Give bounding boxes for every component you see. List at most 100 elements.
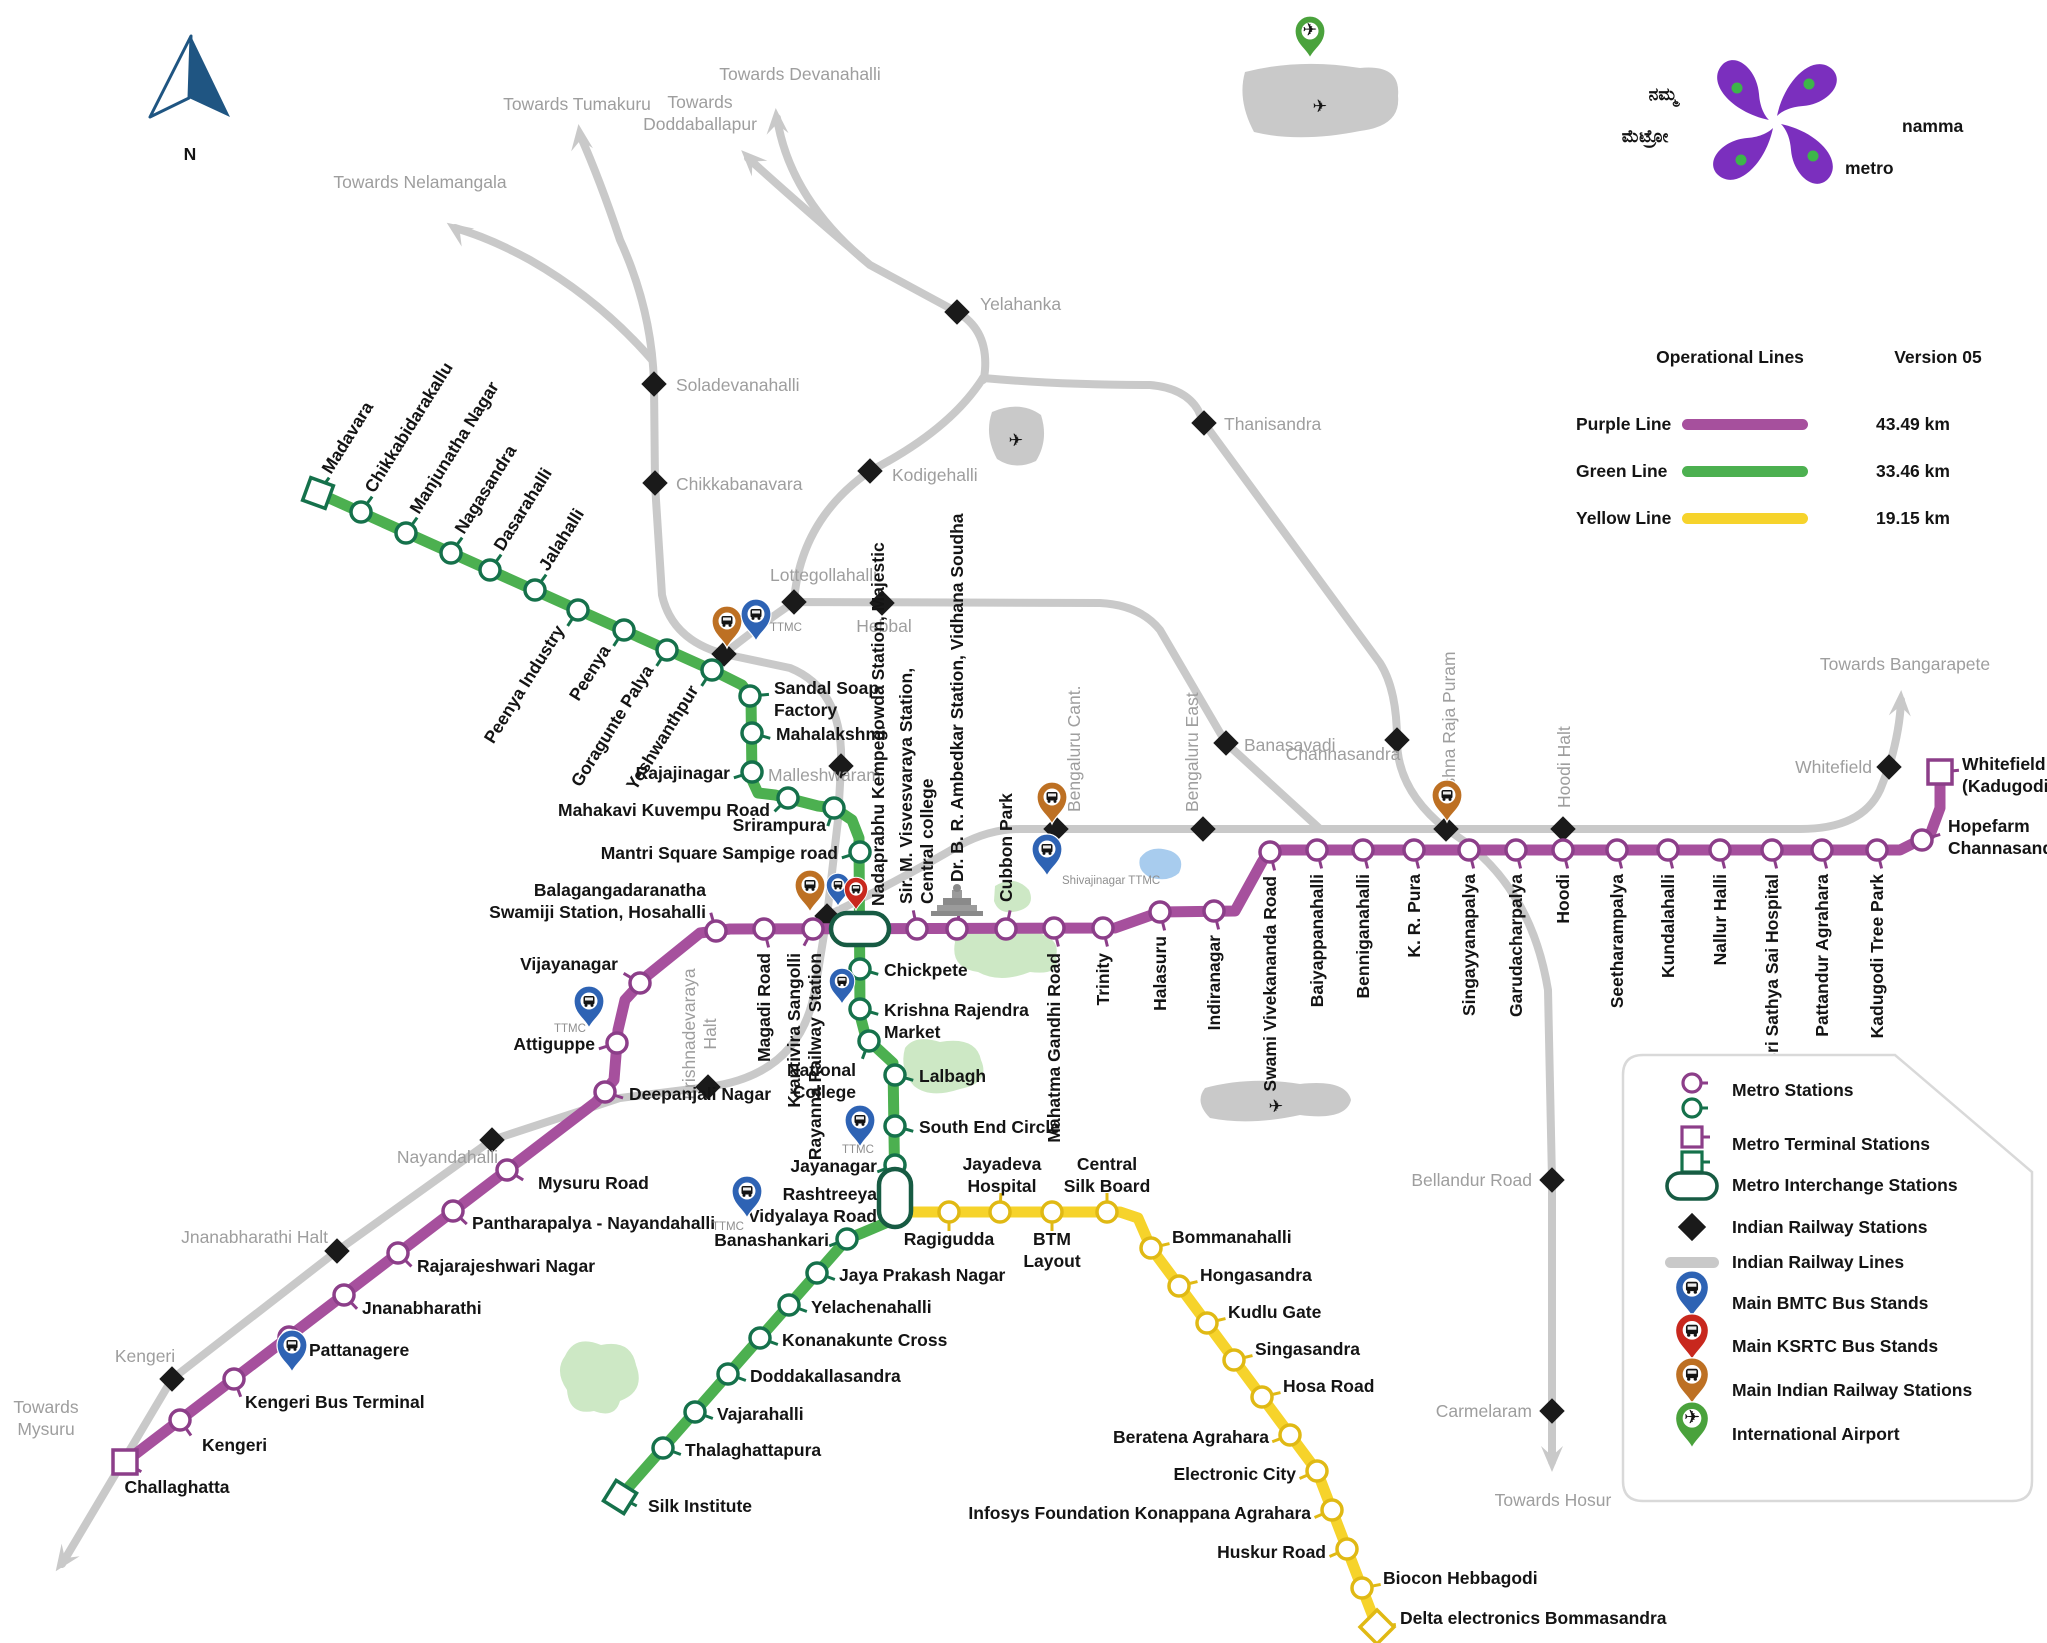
vehicle-wheel bbox=[1687, 1377, 1691, 1381]
railway-label-towards-nelamangala: Towards Nelamangala bbox=[333, 172, 506, 192]
railway-label-towards-bangarapete: Towards Bangarapete bbox=[1820, 654, 1990, 674]
railway-line bbox=[58, 131, 846, 1568]
vehicle-wheel bbox=[857, 891, 860, 894]
station-btm bbox=[1040, 1200, 1064, 1224]
vehicle-window bbox=[1443, 791, 1451, 795]
railway-label-banasavadi: Banasavadi bbox=[1244, 735, 1335, 755]
railway-label-towards-hosur: Towards Hosur bbox=[1495, 1490, 1612, 1510]
station-label-halasuru: Halasuru bbox=[1150, 936, 1170, 1011]
station-label-yelachenahalli: Yelachenahalli bbox=[811, 1297, 932, 1317]
vehicle-wheel bbox=[1693, 1377, 1697, 1381]
vehicle-wheel bbox=[590, 1003, 594, 1007]
station-label-mantri-square-sampige-road: Mantri Square Sampige road bbox=[601, 843, 838, 863]
station-goragunte-palya bbox=[655, 638, 679, 662]
station-label-sir-m-visvesvaraya-station: Sir. M. Visvesvaraya Station, bbox=[896, 668, 916, 904]
symbols-legend-box bbox=[1621, 1053, 2034, 1503]
legend-line-length-green-line: 33.46 km bbox=[1876, 461, 1950, 481]
railway-direction-arrow bbox=[1541, 1446, 1563, 1472]
station-label-rajajinagar: Rajajinagar bbox=[636, 763, 731, 783]
station-label-mahakavi-kuvempu-road: Mahakavi Kuvempu Road bbox=[558, 800, 770, 820]
compass-n-label: N bbox=[184, 144, 197, 164]
station-label-national: College bbox=[793, 1082, 856, 1102]
station-label-kudlu-gate: Kudlu Gate bbox=[1228, 1302, 1322, 1322]
railway-station-diamond-kodigehalli bbox=[857, 458, 883, 484]
station-konanakunte-cross bbox=[748, 1326, 772, 1350]
legend-label-indian-railway-stations: Indian Railway Stations bbox=[1732, 1217, 1928, 1237]
station-label-pattandur-agrahara: Pattandur Agrahara bbox=[1812, 874, 1832, 1037]
logo-petal bbox=[1777, 64, 1837, 116]
station-vajarahalli bbox=[683, 1400, 707, 1424]
station-label-krishna-rajendra: Market bbox=[884, 1022, 941, 1042]
vehicle-wheel bbox=[1042, 851, 1046, 855]
station-label-jalahalli: Jalahalli bbox=[534, 505, 588, 574]
airfield-area bbox=[1242, 63, 1399, 138]
railway-label-soladevanahalli: Soladevanahalli bbox=[676, 375, 800, 395]
vehicle-wheel bbox=[757, 616, 761, 620]
station-hopefarm bbox=[1910, 828, 1934, 852]
pin-ksrtc-bus-stand bbox=[843, 876, 869, 912]
station-national bbox=[857, 1029, 881, 1053]
railway-label-bengaluru-east: Bengaluru East bbox=[1182, 692, 1202, 812]
station-rajajinagar bbox=[740, 760, 764, 784]
station-label-singasandra: Singasandra bbox=[1255, 1339, 1360, 1359]
station-banashankari bbox=[835, 1227, 859, 1251]
station-doddakallasandra bbox=[716, 1362, 740, 1386]
station-label-hongasandra: Hongasandra bbox=[1200, 1265, 1312, 1285]
park-area bbox=[559, 1341, 639, 1414]
station-label-k-r-pura: K. R. Pura bbox=[1404, 874, 1424, 958]
railway-line bbox=[744, 154, 866, 262]
station-mahatma-gandhi-road bbox=[1042, 916, 1066, 940]
vehicle-window bbox=[1043, 845, 1051, 849]
logo-latin-namma: namma bbox=[1902, 116, 1964, 136]
station-cubbon-park bbox=[994, 917, 1018, 941]
vehicle-window bbox=[806, 881, 814, 885]
railway-station-diamond-yelahanka bbox=[944, 299, 970, 325]
legend-metro-station-green bbox=[1681, 1097, 1703, 1119]
station-infosys-foundation-konappana-agrahara bbox=[1320, 1498, 1344, 1522]
airplane-icon: ✈ bbox=[1303, 20, 1318, 40]
railway-label-towards: Doddaballapur bbox=[643, 114, 757, 134]
station-label-beratena-agrahara: Beratena Agrahara bbox=[1113, 1427, 1269, 1447]
railway-label-krishna-raja-puram: Krishna Raja Puram bbox=[1439, 651, 1459, 808]
station-huskur-road bbox=[1335, 1537, 1359, 1561]
pin-bmtc-bus-stand bbox=[828, 967, 856, 1006]
station-label-jayadeva: Jayadeva bbox=[963, 1154, 1042, 1174]
station-label-jnanabharathi: Jnanabharathi bbox=[362, 1298, 482, 1318]
north-compass: N bbox=[148, 34, 230, 164]
pin-airport: ✈ bbox=[1294, 15, 1326, 60]
railway-direction-arrow bbox=[741, 150, 768, 177]
station-label-nallur-halli: Nallur Halli bbox=[1710, 874, 1730, 965]
pin-airport: ✈ bbox=[1674, 1401, 1710, 1450]
logo-petal-dot bbox=[1803, 78, 1815, 90]
railway-label-towards: Mysuru bbox=[17, 1419, 74, 1439]
railway-station-diamond-carmelaram bbox=[1539, 1398, 1565, 1424]
legend-interchange-oval bbox=[1665, 1171, 1719, 1201]
airplane-icon: ✈ bbox=[1269, 1096, 1284, 1116]
station-label-baiyappanahalli: Baiyappanahalli bbox=[1307, 874, 1327, 1007]
railway-line bbox=[720, 598, 1324, 833]
park-area bbox=[994, 880, 1031, 913]
station-label-balagangadaranatha: Balagangadaranatha bbox=[534, 880, 706, 900]
station-label-indiranagar: Indiranagar bbox=[1204, 935, 1224, 1030]
station-label-cubbon-park: Cubbon Park bbox=[996, 793, 1016, 902]
railway-station-diamond-whitefield bbox=[1876, 754, 1902, 780]
vehicle-window bbox=[834, 882, 842, 885]
station-label-mahalakshmi: Mahalakshmi bbox=[776, 724, 886, 744]
station-label-south-end-circle: South End Circle bbox=[919, 1117, 1060, 1137]
station-indiranagar bbox=[1202, 899, 1226, 923]
station-balagangadaranatha bbox=[704, 919, 728, 943]
pin-bmtc-bus-stand bbox=[731, 1175, 763, 1220]
pin-bmtc-bus-stand bbox=[740, 598, 772, 643]
logo-petal-shape bbox=[1781, 124, 1833, 184]
railway-line bbox=[451, 224, 656, 364]
vehicle-wheel bbox=[855, 1122, 859, 1126]
vehicle-wheel bbox=[728, 623, 732, 627]
railway-station-diamond-lottegollahalli bbox=[781, 589, 807, 615]
building-base bbox=[931, 911, 983, 916]
vehicle-wheel bbox=[1048, 851, 1052, 855]
vehicle-wheel bbox=[1053, 799, 1057, 803]
station-trinity bbox=[1091, 916, 1115, 940]
railway-label-krishnadevaraya: Halt bbox=[700, 1018, 720, 1049]
station-label-jayanagar: Jayanagar bbox=[790, 1156, 877, 1176]
